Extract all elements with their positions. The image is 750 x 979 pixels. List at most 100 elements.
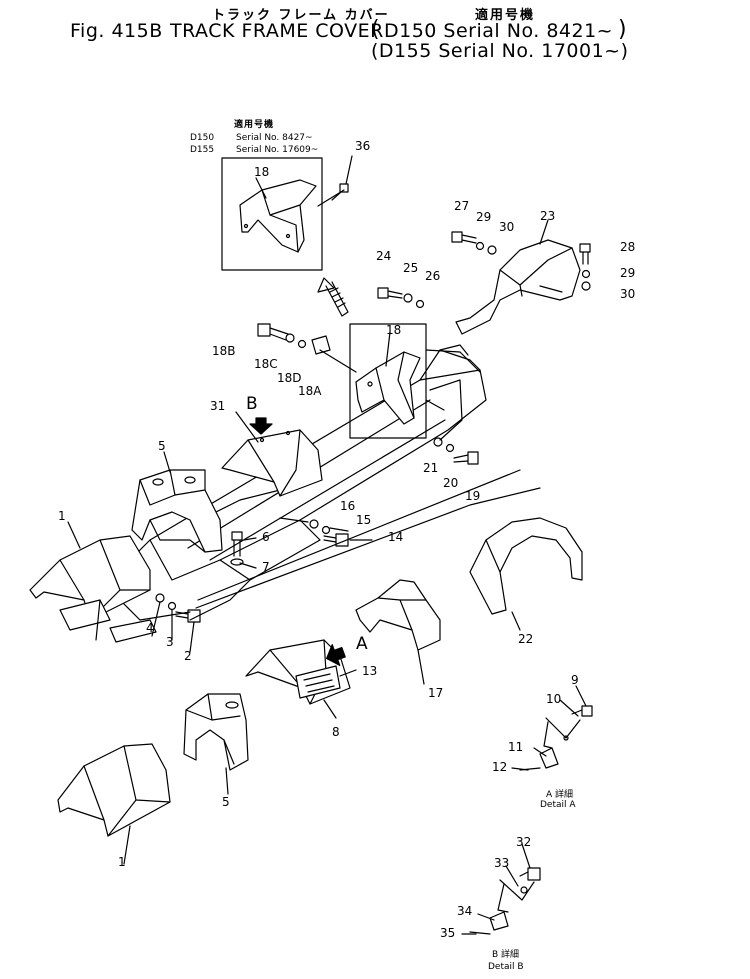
callout-19: 19 xyxy=(465,489,481,503)
serial-close-paren: ) xyxy=(618,17,628,42)
inset-detail-frame xyxy=(222,158,322,270)
callout-20: 20 xyxy=(443,476,459,490)
callout-26: 26 xyxy=(425,269,441,283)
callout-18-main: 18 xyxy=(386,323,402,337)
cover-31 xyxy=(222,430,322,496)
callout-14: 14 xyxy=(388,530,404,544)
callout-10: 10 xyxy=(546,692,562,706)
applicability-japanese: 適用号機 xyxy=(475,8,536,23)
washer-15-icon xyxy=(323,527,330,534)
callout-29-right: 29 xyxy=(620,266,636,280)
callout-12: 12 xyxy=(492,760,508,774)
detail-18-frame xyxy=(350,324,426,438)
leader-line xyxy=(346,156,352,184)
washer-25-icon xyxy=(404,294,412,302)
callout-23: 23 xyxy=(540,209,556,223)
callout-2: 2 xyxy=(184,649,192,663)
bolt-2-icon xyxy=(176,610,200,622)
washer-20-icon xyxy=(447,445,454,452)
bolt-6-icon xyxy=(232,532,242,556)
cover-18-main xyxy=(356,352,420,424)
arrow-b-label: B xyxy=(246,394,258,414)
washer-29-icon xyxy=(477,243,484,250)
cover-23 xyxy=(456,240,580,334)
arrow-b-icon xyxy=(250,418,272,434)
bearing-cover-5-upper xyxy=(132,470,222,552)
detail-b-caption-jp: B 詳細 xyxy=(492,950,520,960)
detail-b-assembly xyxy=(470,868,540,934)
callout-5-lower: 5 xyxy=(222,795,230,809)
callout-1-lower: 1 xyxy=(118,855,126,869)
washer-30-icon xyxy=(488,246,496,254)
bolt-14-icon xyxy=(324,534,348,546)
inset-model-1: D150 xyxy=(190,133,215,143)
washer-26-icon xyxy=(417,301,424,308)
callout-7: 7 xyxy=(262,560,270,574)
callout-28: 28 xyxy=(620,240,636,254)
detail-a-caption-jp: A 詳細 xyxy=(546,790,574,800)
serial-open-paren: ( xyxy=(371,17,381,42)
guard-rail xyxy=(196,488,540,608)
callout-35: 35 xyxy=(440,926,456,940)
leader-line xyxy=(280,518,308,522)
callout-24: 24 xyxy=(376,249,392,263)
washer-18d-icon xyxy=(299,341,306,348)
page-title: TRACK FRAME COVER xyxy=(170,20,384,42)
callout-33: 33 xyxy=(494,856,510,870)
callout-22: 22 xyxy=(518,632,534,646)
detail-b-caption: Detail B xyxy=(488,962,524,972)
leader-lines xyxy=(68,178,586,934)
callout-1-upper: 1 xyxy=(58,509,66,523)
washer-29b-icon xyxy=(583,271,590,278)
callout-4: 4 xyxy=(146,621,154,635)
callout-30-right: 30 xyxy=(620,287,636,301)
callout-16: 16 xyxy=(340,499,356,513)
leader-line xyxy=(320,350,356,372)
detail-a-caption: Detail A xyxy=(540,800,576,810)
inset-model-2: D155 xyxy=(190,145,215,155)
bolt-24-icon xyxy=(378,288,402,298)
detail-a-assembly xyxy=(520,706,592,770)
callout-8: 8 xyxy=(332,725,340,739)
callout-17: 17 xyxy=(428,686,444,700)
callout-15: 15 xyxy=(356,513,372,527)
callout-18-inset: 18 xyxy=(254,165,270,179)
washer-16-icon xyxy=(310,520,318,528)
callout-18c: 18C xyxy=(254,357,278,371)
callout-3: 3 xyxy=(166,635,174,649)
guard-rail xyxy=(198,470,520,600)
bearing-cover-5-lower xyxy=(184,694,248,770)
bolt-27-icon xyxy=(452,232,476,243)
plate-13 xyxy=(296,666,340,698)
callout-27: 27 xyxy=(454,199,470,213)
inset-serial-1: Serial No. 8427~ xyxy=(236,133,313,143)
figure-number: Fig. 415B xyxy=(70,20,163,42)
callout-18b: 18B xyxy=(212,344,236,358)
arrow-a-label: A xyxy=(356,634,368,654)
callout-18a: 18A xyxy=(298,384,322,398)
washer-4-icon xyxy=(156,594,164,602)
frame-upper-profile xyxy=(426,350,480,410)
cover-17 xyxy=(356,580,440,650)
callout-31: 31 xyxy=(210,399,226,413)
callout-11: 11 xyxy=(508,740,524,754)
callout-34: 34 xyxy=(457,904,473,918)
cover-22 xyxy=(470,518,582,614)
cover-1-lower xyxy=(58,744,170,836)
callout-36: 36 xyxy=(355,139,371,153)
callout-18d: 18D xyxy=(277,371,302,385)
serial-line-2: (D155 Serial No. 17001~) xyxy=(371,40,629,62)
inset-applicability-japanese: 適用号機 xyxy=(234,120,275,130)
callout-5-upper: 5 xyxy=(158,439,166,453)
bolt-28-icon xyxy=(580,244,590,264)
callout-30-upper: 30 xyxy=(499,220,515,234)
bolt-19-icon xyxy=(454,452,478,464)
callout-6: 6 xyxy=(262,530,270,544)
callout-32: 32 xyxy=(516,835,532,849)
plate-18a xyxy=(312,336,330,354)
bracket-4 xyxy=(60,600,156,642)
washer-7-icon xyxy=(231,559,243,565)
callout-21: 21 xyxy=(423,461,439,475)
title-japanese: トラック フレーム カバー xyxy=(212,8,390,23)
